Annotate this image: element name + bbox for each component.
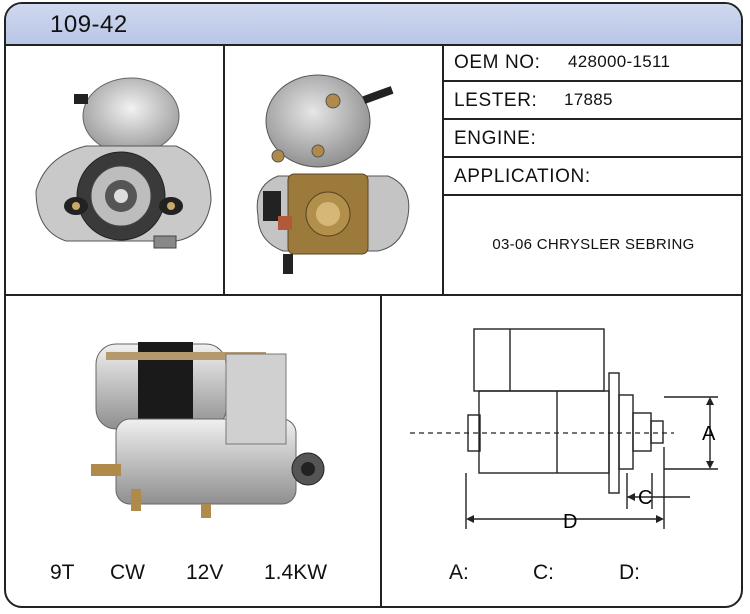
divider — [442, 44, 444, 296]
engine-label: ENGINE: — [454, 128, 537, 149]
starter-front-photo — [35, 77, 212, 249]
application-label: APPLICATION: — [454, 166, 591, 187]
teeth-rating: 9T — [50, 561, 75, 584]
dim-d-label: D: — [619, 561, 640, 584]
header-bar: 109-42 — [6, 4, 741, 46]
lester-label: LESTER: — [454, 90, 538, 111]
application-value: 03-06 CHRYSLER SEBRING — [492, 236, 695, 253]
starter-side-photo — [91, 342, 325, 518]
spec-row-lester: LESTER: 17885 — [444, 82, 741, 120]
part-number: 109-42 — [50, 11, 128, 38]
divider — [223, 44, 225, 296]
dim-marker-a: A — [702, 423, 716, 445]
divider — [6, 294, 741, 296]
voltage-rating: 12V — [186, 561, 224, 584]
spec-row-engine: ENGINE: — [444, 120, 741, 158]
divider — [380, 296, 382, 606]
dim-a-label: A: — [449, 561, 469, 584]
dim-marker-c: C — [638, 487, 652, 509]
dim-c-label: C: — [533, 561, 554, 584]
dimension-drawing: A C D — [410, 328, 718, 533]
spec-row-oem: OEM NO: 428000-1511 — [444, 44, 741, 82]
starter-rear-photo — [256, 74, 410, 274]
lester-value: 17885 — [564, 90, 613, 109]
oem-value: 428000-1511 — [568, 52, 671, 71]
dim-marker-d: D — [563, 511, 577, 533]
oem-label: OEM NO: — [454, 52, 541, 73]
rotation-rating: CW — [110, 561, 145, 584]
power-rating: 1.4KW — [264, 561, 328, 584]
spec-row-application: APPLICATION: — [444, 158, 741, 196]
product-card: 109-42 OEM NO: 428000-1511 LESTER: 17885… — [4, 2, 743, 608]
